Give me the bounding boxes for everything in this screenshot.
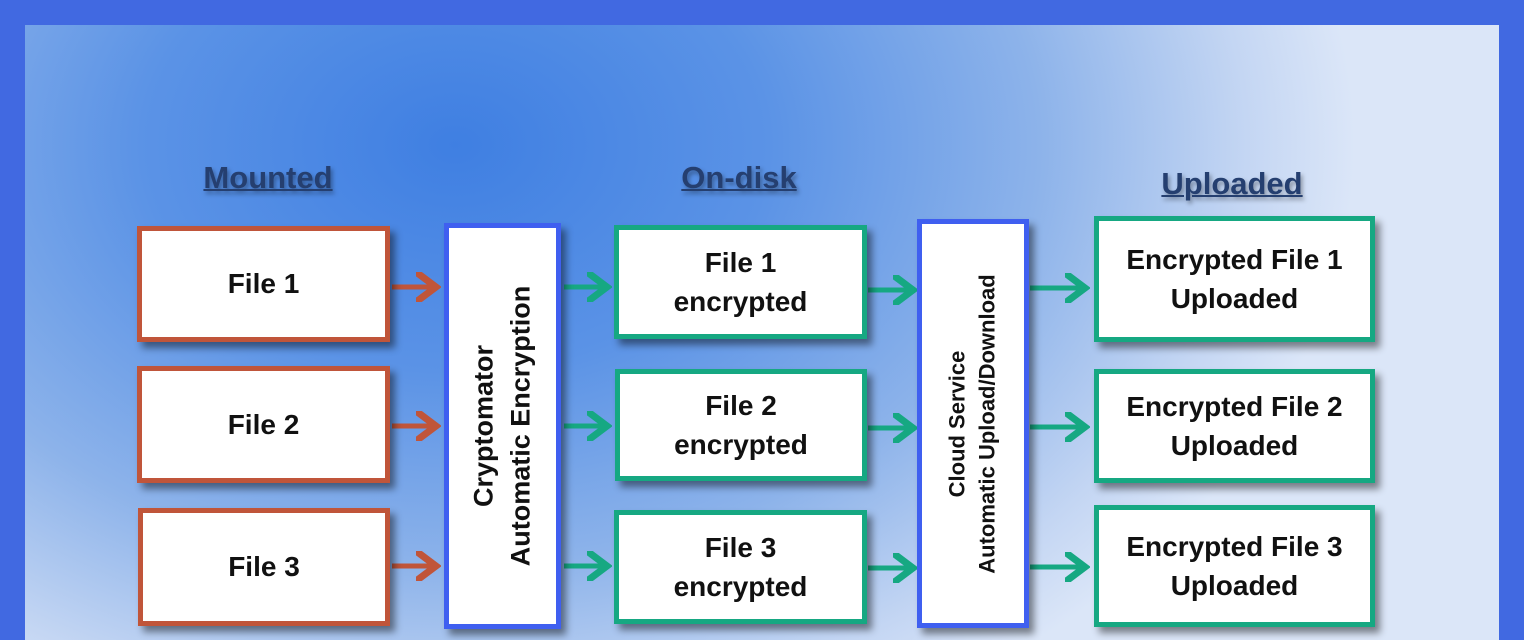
header-uploaded: Uploaded	[1161, 166, 1303, 201]
cloud-service-subtitle: Automatic Upload/Download	[975, 273, 1001, 574]
uploaded-file-1-status: Uploaded	[1170, 283, 1299, 314]
cloud-service-title: Cloud Service	[945, 350, 971, 497]
mounted-file-1: File 1	[137, 226, 390, 342]
mounted-file-3-label: File 3	[228, 551, 300, 582]
cryptomator-title: Cryptomator	[468, 345, 499, 508]
ondisk-file-2-status: encrypted	[674, 429, 808, 460]
ondisk-file-1: File 1 encrypted	[614, 225, 867, 339]
ondisk-file-1-name: File 1	[704, 247, 777, 278]
ondisk-file-1-status: encrypted	[673, 286, 808, 317]
cryptomator-box: Cryptomator Automatic Encryption	[444, 223, 561, 629]
uploaded-file-2: Encrypted File 2 Uploaded	[1094, 369, 1375, 483]
uploaded-file-2-status: Uploaded	[1170, 430, 1299, 461]
ondisk-file-2: File 2 encrypted	[615, 369, 867, 481]
header-mounted: Mounted	[203, 160, 333, 195]
ondisk-file-2-name: File 2	[705, 390, 777, 421]
ondisk-file-3-name: File 3	[704, 532, 777, 563]
cloud-service-label: Cloud Service Automatic Upload/Download	[943, 274, 1003, 573]
header-on-disk: On-disk	[681, 160, 797, 195]
mounted-file-1-label: File 1	[227, 268, 300, 299]
uploaded-file-3-name: Encrypted File 3	[1126, 531, 1343, 562]
mounted-file-2: File 2	[137, 366, 390, 483]
cloud-service-box: Cloud Service Automatic Upload/Download	[917, 219, 1029, 628]
mounted-file-2-label: File 2	[227, 408, 300, 440]
cryptomator-label: Cryptomator Automatic Encryption	[466, 286, 540, 567]
uploaded-file-1-name: Encrypted File 1	[1126, 244, 1343, 275]
uploaded-file-2-name: Encrypted File 2	[1126, 391, 1343, 422]
uploaded-file-3: Encrypted File 3 Uploaded	[1094, 505, 1375, 627]
ondisk-file-3-status: encrypted	[673, 571, 808, 602]
ondisk-file-3: File 3 encrypted	[614, 510, 867, 624]
uploaded-file-1: Encrypted File 1 Uploaded	[1094, 216, 1375, 342]
mounted-file-3: File 3	[138, 508, 390, 626]
uploaded-file-3-status: Uploaded	[1170, 570, 1299, 601]
cryptomator-subtitle: Automatic Encryption	[505, 285, 536, 567]
